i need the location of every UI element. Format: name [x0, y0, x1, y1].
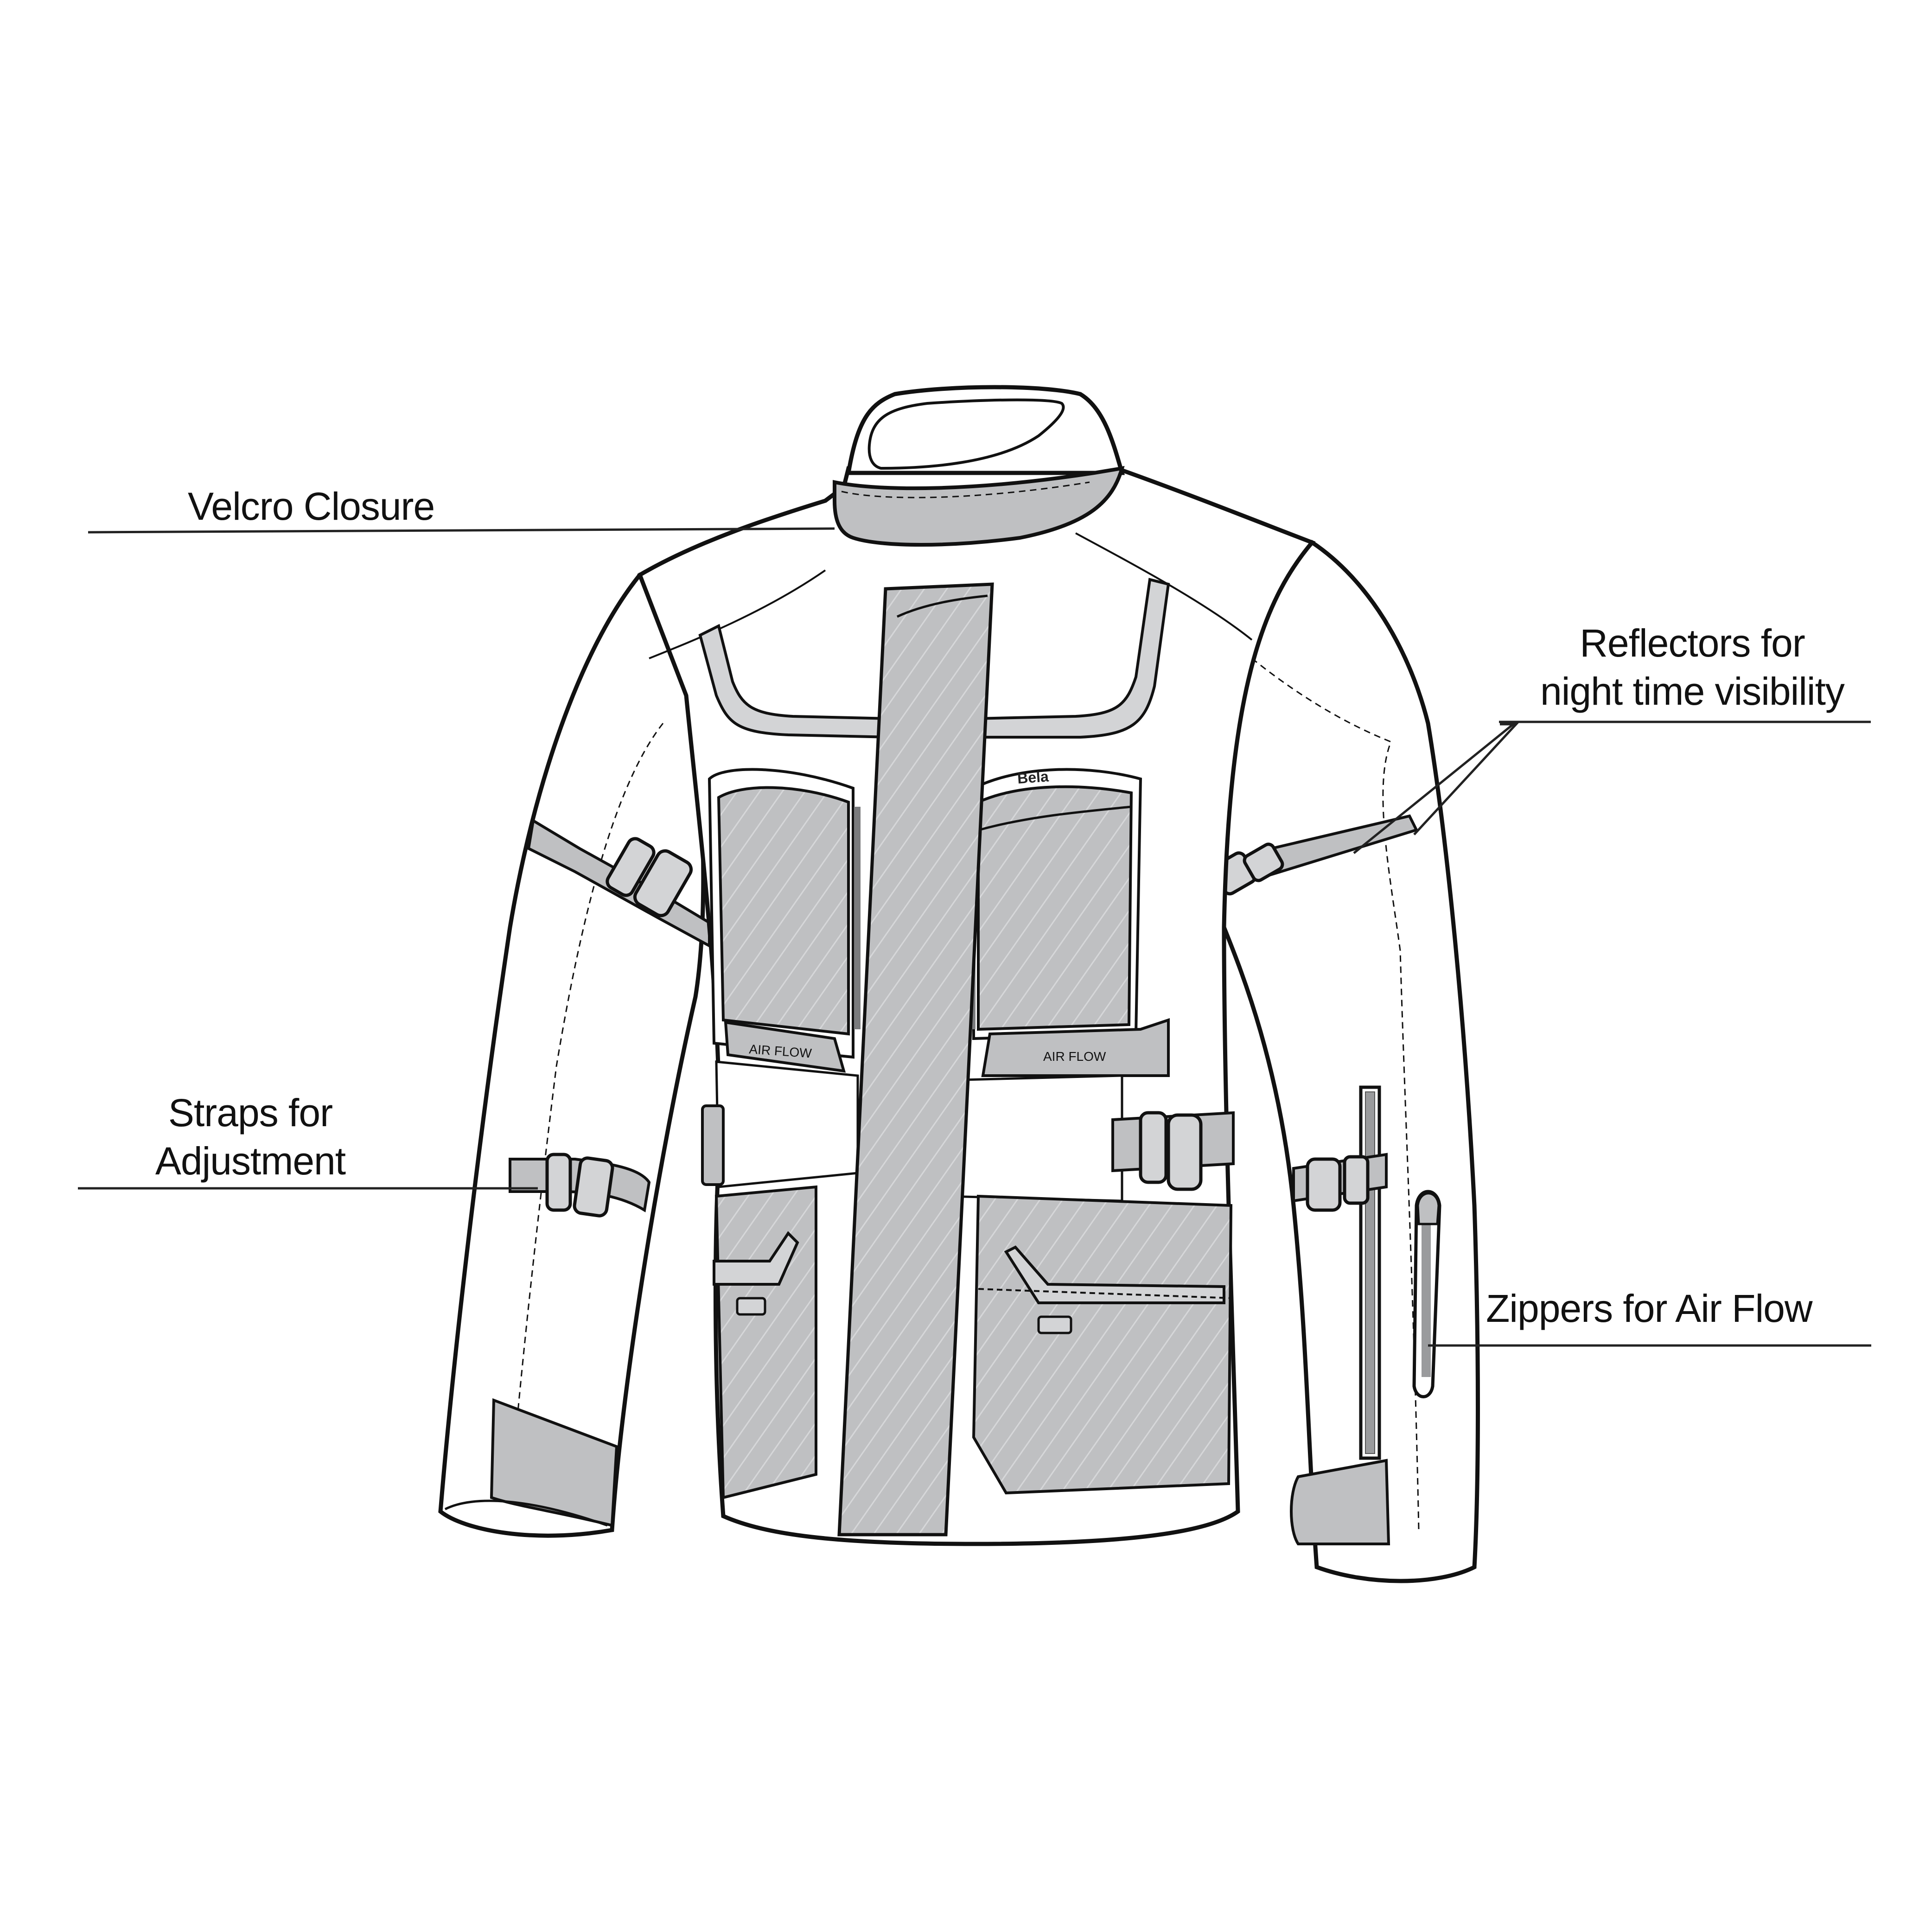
callout-text-line-2: Adjustment	[155, 1139, 346, 1183]
callout-text-line-1: Straps for	[168, 1091, 333, 1135]
callout-zippers: Zippers for Air Flow	[1486, 1284, 1813, 1333]
front-storm-flap	[837, 582, 994, 1537]
callout-straps: Straps for Adjustment	[125, 1089, 376, 1185]
left-waist-tab	[701, 1104, 725, 1186]
right-cargo-pocket	[972, 1194, 1233, 1495]
velcro-leader-line	[88, 527, 835, 534]
reflector-leader-line-c	[1353, 721, 1517, 854]
right-sleeve	[1211, 540, 1480, 1583]
brand-mark: Bela	[1017, 768, 1049, 787]
torso: Bela AIR FLOW AIR FLOW	[637, 461, 1316, 1546]
left-cargo-pocket	[714, 1185, 817, 1499]
right-lower-buckle	[1306, 1155, 1370, 1212]
svg-text:AIR FLOW: AIR FLOW	[1043, 1049, 1106, 1064]
reflector-leader-line-a	[1413, 723, 1519, 835]
waist-buckle	[1139, 1111, 1203, 1191]
left-chest-vent	[717, 786, 850, 1036]
callout-reflectors: Reflectors for night time visibility	[1502, 619, 1882, 715]
left-lower-buckle	[545, 1153, 614, 1218]
right-cuff-panel	[1290, 1459, 1390, 1545]
right-chest-reflector	[972, 578, 1170, 739]
leader-lines	[78, 527, 1871, 1347]
callout-text: Velcro Closure	[188, 485, 435, 528]
callout-text-line-1: Reflectors for	[1580, 621, 1805, 665]
collar	[833, 385, 1125, 547]
callout-text: Zippers for Air Flow	[1486, 1287, 1813, 1330]
callout-text-line-2: night time visibility	[1540, 670, 1845, 713]
right-chest-vent	[977, 785, 1133, 1031]
zipper-teeth	[1365, 1091, 1375, 1454]
velcro-collar-strap	[833, 466, 1125, 547]
left-sleeve	[438, 573, 711, 1538]
left-chest-zipper	[854, 807, 861, 1029]
callout-velcro-closure: Velcro Closure	[188, 482, 435, 530]
left-upper-buckle	[606, 837, 693, 918]
air-flow-patch-right: AIR FLOW	[981, 1018, 1170, 1077]
air-flow-patch-left: AIR FLOW	[724, 1020, 846, 1073]
